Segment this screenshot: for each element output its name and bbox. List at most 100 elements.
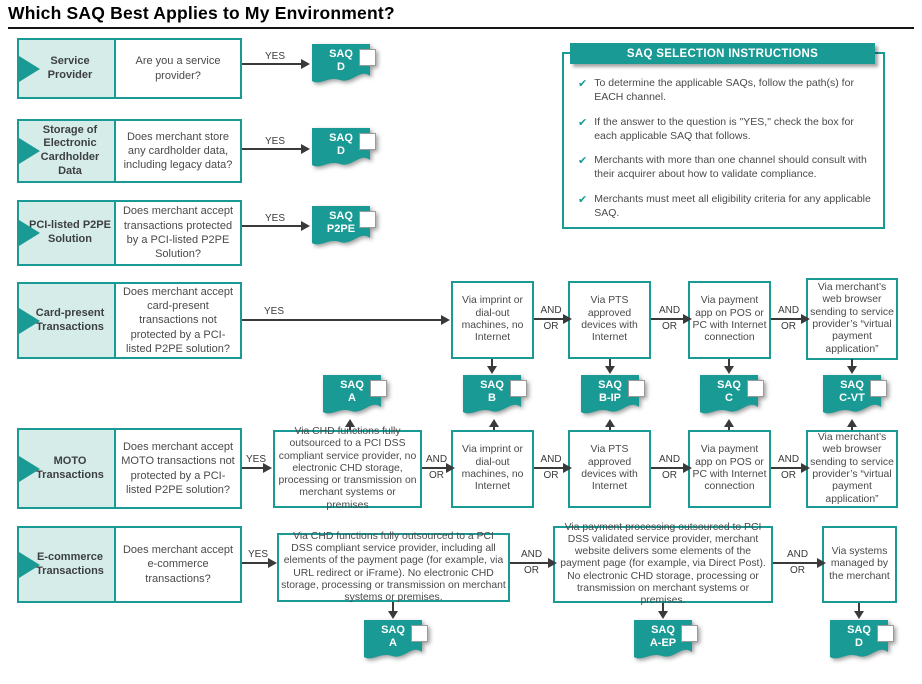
channel-label-cell: Card-present Transactions: [19, 284, 116, 357]
channel-row-card-present: Card-present Transactions Does merchant …: [17, 282, 242, 359]
saq-word: SAQ: [651, 624, 675, 636]
channel-label-cell: Service Provider: [19, 40, 116, 97]
path-box-moto-web-browser: Via merchant’s web browser sending to se…: [806, 430, 898, 508]
channel-label: Card-present Transactions: [35, 306, 105, 333]
saq-name: D: [337, 145, 345, 158]
or-label: OR: [524, 565, 539, 576]
instruction-text: Merchants must meet all eligibility crit…: [594, 193, 871, 220]
yes-arrow: [242, 144, 310, 154]
and-label: AND: [658, 305, 681, 316]
saq-name: C-VT: [839, 392, 865, 405]
down-arrow: [487, 359, 497, 374]
connector-arrow: [771, 314, 810, 324]
saq-checkbox: [359, 211, 376, 228]
path-box-ecom-partial: Via payment processing outsourced to PCI…: [553, 522, 773, 606]
saq-word: SAQ: [598, 379, 622, 391]
checkmark-icon: ✔: [578, 155, 588, 168]
and-label: AND: [658, 454, 681, 465]
connector-arrow: [771, 463, 810, 473]
channel-question: Does merchant accept transactions protec…: [122, 205, 234, 261]
channel-arrow-icon: [19, 220, 40, 246]
saq-checkbox: [359, 49, 376, 66]
channel-row-moto: MOTO Transactions Does merchant accept M…: [17, 428, 242, 509]
instruction-item: ✔To determine the applicable SAQs, follo…: [578, 77, 873, 105]
saq-name: A-EP: [649, 637, 677, 650]
channel-label: MOTO Transactions: [36, 454, 104, 481]
channel-label: E-commerce Transactions: [36, 550, 104, 577]
path-box-moto-pts: Via PTS approved devices with Internet: [568, 430, 651, 508]
yes-label: YES: [264, 51, 285, 62]
channel-arrow-icon: [19, 307, 40, 334]
path-box-moto-imprint: Via imprint or dial-out machines, no Int…: [451, 430, 534, 508]
channel-row-p2pe: PCI-listed P2PE Solution Does merchant a…: [17, 200, 242, 266]
channel-label: Storage of Electronic Cardholder Data: [40, 123, 100, 177]
instructions-title: SAQ SELECTION INSTRUCTIONS: [570, 43, 875, 64]
channel-question: Are you a service provider?: [135, 55, 221, 82]
path-box-cp-imprint: Via imprint or dial-out machines, no Int…: [451, 281, 534, 359]
path-box-cp-payment-app: Via payment app on POS or PC with Intern…: [688, 281, 771, 359]
saq-checkbox: [747, 380, 764, 397]
yes-arrow: [242, 558, 277, 568]
yes-arrow: [242, 463, 272, 473]
flag-icon: [581, 375, 639, 414]
up-arrow: [847, 419, 857, 430]
channel-arrow-icon: [19, 55, 40, 82]
yes-label: YES: [264, 213, 285, 224]
and-label: AND: [540, 454, 562, 465]
down-arrow: [658, 603, 668, 619]
channel-arrow-icon: [19, 455, 40, 482]
saq-checkbox: [681, 625, 698, 642]
saq-checkbox: [411, 625, 428, 642]
flag-icon: [823, 375, 881, 414]
and-label: AND: [540, 305, 562, 316]
path-box-ecom-merchant-systems: Via systems managed by the merchant: [822, 526, 897, 603]
and-label: AND: [777, 454, 800, 465]
channel-label: Service Provider: [47, 54, 93, 81]
flag-icon: [364, 620, 422, 659]
channel-label-cell: MOTO Transactions: [19, 430, 116, 507]
or-label: OR: [781, 470, 796, 481]
saq-checkbox: [359, 133, 376, 150]
down-arrow: [388, 602, 398, 619]
flag-icon: [830, 620, 888, 659]
channel-arrow-icon: [19, 138, 40, 164]
connector-arrow: [773, 558, 826, 568]
up-arrow: [605, 419, 615, 430]
instructions-list: ✔To determine the applicable SAQs, follo…: [564, 54, 883, 221]
connector-arrow: [510, 558, 557, 568]
saq-word: SAQ: [480, 379, 504, 391]
down-arrow: [605, 359, 615, 374]
connector-arrow: [651, 463, 692, 473]
and-label: AND: [777, 305, 800, 316]
saq-name: A: [389, 637, 397, 650]
saq-word: SAQ: [840, 379, 864, 391]
instructions-panel: SAQ SELECTION INSTRUCTIONS ✔To determine…: [562, 43, 885, 229]
flag-icon: [312, 128, 370, 167]
connector-arrow: [534, 314, 572, 324]
saq-checkbox: [877, 625, 894, 642]
down-arrow: [854, 603, 864, 619]
channel-row-storage: Storage of Electronic Cardholder Data Do…: [17, 119, 242, 183]
checkmark-icon: ✔: [578, 78, 588, 90]
saq-word: SAQ: [329, 132, 353, 144]
yes-label: YES: [263, 306, 284, 317]
flag-icon: [634, 620, 692, 659]
saq-name: C: [725, 392, 733, 405]
yes-arrow: [242, 315, 450, 325]
yes-label: YES: [247, 549, 268, 560]
saq-name: A: [348, 392, 356, 405]
connector-arrow: [534, 463, 572, 473]
flag-icon: [323, 375, 381, 414]
instruction-item: ✔If the answer to the question is "YES,"…: [578, 116, 873, 144]
or-label: OR: [543, 321, 559, 332]
